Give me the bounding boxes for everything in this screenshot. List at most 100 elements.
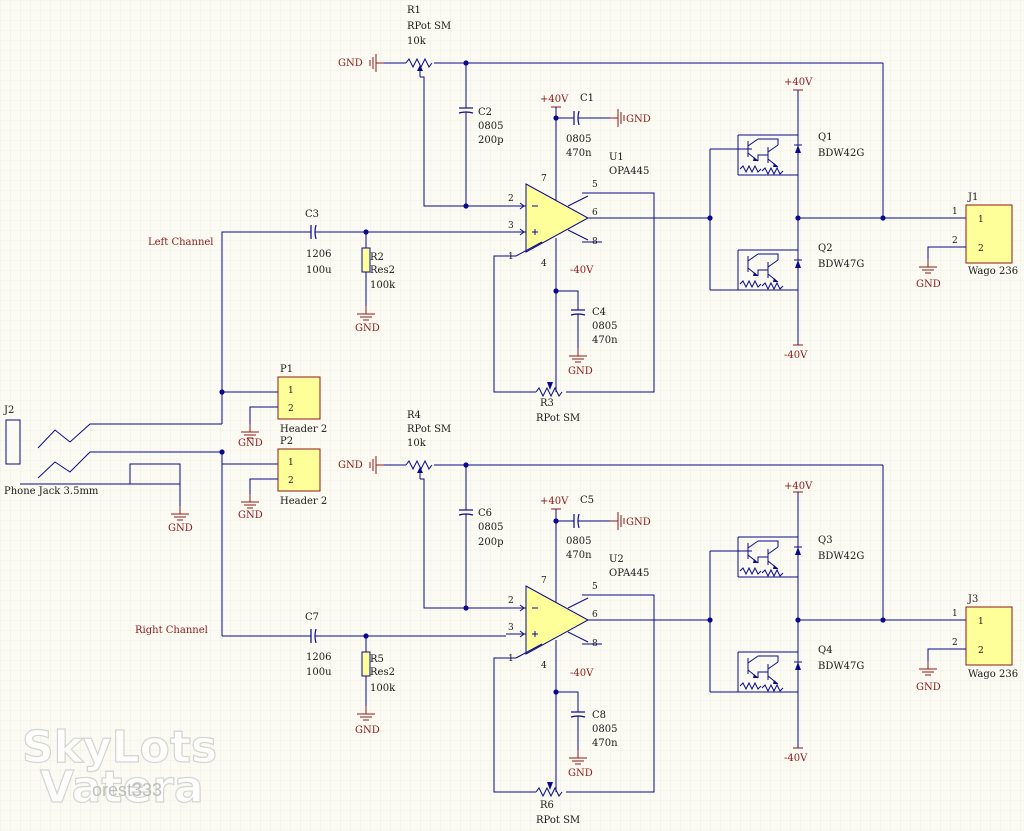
vneg-label: -40V [784, 753, 808, 764]
c7-ref: C7 [305, 612, 319, 623]
j2-part: Phone Jack 3.5mm [4, 486, 99, 497]
u1-pin6: 6 [592, 208, 598, 218]
u2-pin5: 5 [592, 582, 598, 592]
r3-type: RPot SM [536, 413, 580, 424]
gnd-label: GND [238, 438, 263, 449]
r2-type: Res2 [370, 265, 395, 276]
c6-pkg: 0805 [478, 522, 503, 533]
c5-pkg: 0805 [566, 536, 591, 547]
p1-pin2: 2 [288, 404, 294, 414]
vneg-label: -40V [570, 668, 594, 679]
u2-pin6: 6 [592, 610, 598, 620]
q2-ref: Q2 [818, 243, 833, 254]
c8-ref: C8 [592, 710, 606, 721]
c1-pkg: 0805 [566, 134, 591, 145]
gnd-label: GND [168, 523, 193, 534]
p1-header[interactable] [277, 376, 321, 420]
j3-pin1-num: 1 [952, 609, 958, 619]
r5-type: Res2 [370, 667, 395, 678]
q4-part: BDW47G [818, 661, 864, 672]
q2-part: BDW47G [818, 259, 864, 270]
j3-pin1-label: 1 [978, 617, 984, 627]
j1-pin2-label: 2 [978, 244, 984, 254]
r5-ref: R5 [370, 654, 384, 665]
watermark: SkyLots Vatera orest333 [21, 721, 217, 813]
c2-value: 200p [478, 135, 504, 146]
r1-value: 10k [407, 36, 427, 47]
p1-ref: P1 [280, 364, 293, 375]
q3-ref: Q3 [818, 535, 833, 546]
u2-pin3: 3 [508, 623, 514, 633]
gnd-label: GND [338, 460, 363, 471]
j1-pin1-num: 1 [952, 207, 958, 217]
right-channel-label: Right Channel [135, 625, 208, 636]
c2-pkg: 0805 [478, 121, 503, 132]
u1-ref: U1 [609, 152, 624, 163]
c4-ref: C4 [592, 307, 606, 318]
p2-pin2: 2 [288, 476, 294, 486]
left-channel-label: Left Channel [148, 237, 214, 248]
vpos-label: +40V [540, 496, 569, 507]
gnd-label: GND [338, 58, 363, 69]
j3-connector[interactable] [965, 606, 1013, 666]
input-section: J2 Phone Jack 3.5mm GND P1 1 2 Header 2 … [3, 364, 327, 636]
c5-value: 470n [566, 550, 592, 561]
watermark-line2: Vatera [40, 762, 204, 813]
c1-ref: C1 [580, 93, 594, 104]
u2-part: OPA445 [609, 568, 649, 579]
vpos-label: +40V [784, 481, 813, 492]
r4-type: RPot SM [407, 424, 451, 435]
c3-ref: C3 [305, 209, 319, 220]
gnd-label: GND [568, 768, 593, 779]
p1-part: Header 2 [280, 424, 327, 435]
c8-value: 470n [592, 738, 618, 749]
gnd-label: GND [626, 517, 651, 528]
q1-part: BDW42G [818, 148, 864, 159]
j1-connector[interactable] [965, 204, 1013, 264]
c7-pkg: 1206 [306, 652, 331, 663]
u1-pin2: 2 [508, 194, 514, 204]
vpos-label: +40V [540, 94, 569, 105]
gnd-label: GND [568, 366, 593, 377]
c6-ref: C6 [478, 508, 492, 519]
j1-part: Wago 236 [968, 266, 1018, 277]
j1-pin1-label: 1 [978, 215, 984, 225]
u2-pin1: 1 [508, 654, 514, 664]
c5-ref: C5 [580, 495, 594, 506]
vneg-label: -40V [784, 350, 808, 361]
p2-pin1: 1 [288, 458, 294, 468]
j3-part: Wago 236 [968, 669, 1018, 680]
u1-part: OPA445 [609, 166, 649, 177]
c2-ref: C2 [478, 107, 492, 118]
c7-value: 100u [306, 667, 332, 678]
gnd-label: GND [626, 114, 651, 125]
c3-pkg: 1206 [306, 249, 331, 260]
j1-ref: J1 [967, 192, 978, 203]
j2-phone-jack[interactable] [5, 419, 21, 465]
gnd-label: GND [238, 510, 263, 521]
p1-pin1: 1 [288, 386, 294, 396]
u1-pin5: 5 [592, 180, 598, 190]
r2-ref: R2 [370, 252, 384, 263]
gnd-label: GND [916, 682, 941, 693]
c8-pkg: 0805 [592, 724, 617, 735]
u2-pin4: 4 [541, 661, 547, 671]
u1-pin1: 1 [508, 252, 514, 262]
p2-header[interactable] [277, 448, 321, 492]
u1-pin4: 4 [541, 259, 547, 269]
vneg-label: -40V [570, 265, 594, 276]
r5-value: 100k [370, 683, 396, 694]
p2-ref: P2 [280, 436, 293, 447]
c4-value: 470n [592, 335, 618, 346]
j1-pin2-num: 2 [952, 236, 958, 246]
gnd-label: GND [355, 725, 380, 736]
u1-pin7: 7 [541, 174, 547, 184]
j2-ref: J2 [3, 405, 14, 416]
u2-pin7: 7 [541, 576, 547, 586]
left-channel-amplifier: GND R1 RPot SM 10k C2 0805 200p 2 3 1 7 … [148, 5, 1018, 424]
r4-ref: R4 [407, 410, 421, 421]
q3-part: BDW42G [818, 551, 864, 562]
right-channel-amplifier: GND R4 RPot SM 10k C6 0805 200p 2 3 1 7 … [135, 410, 1018, 826]
watermark-user: orest333 [92, 780, 162, 800]
